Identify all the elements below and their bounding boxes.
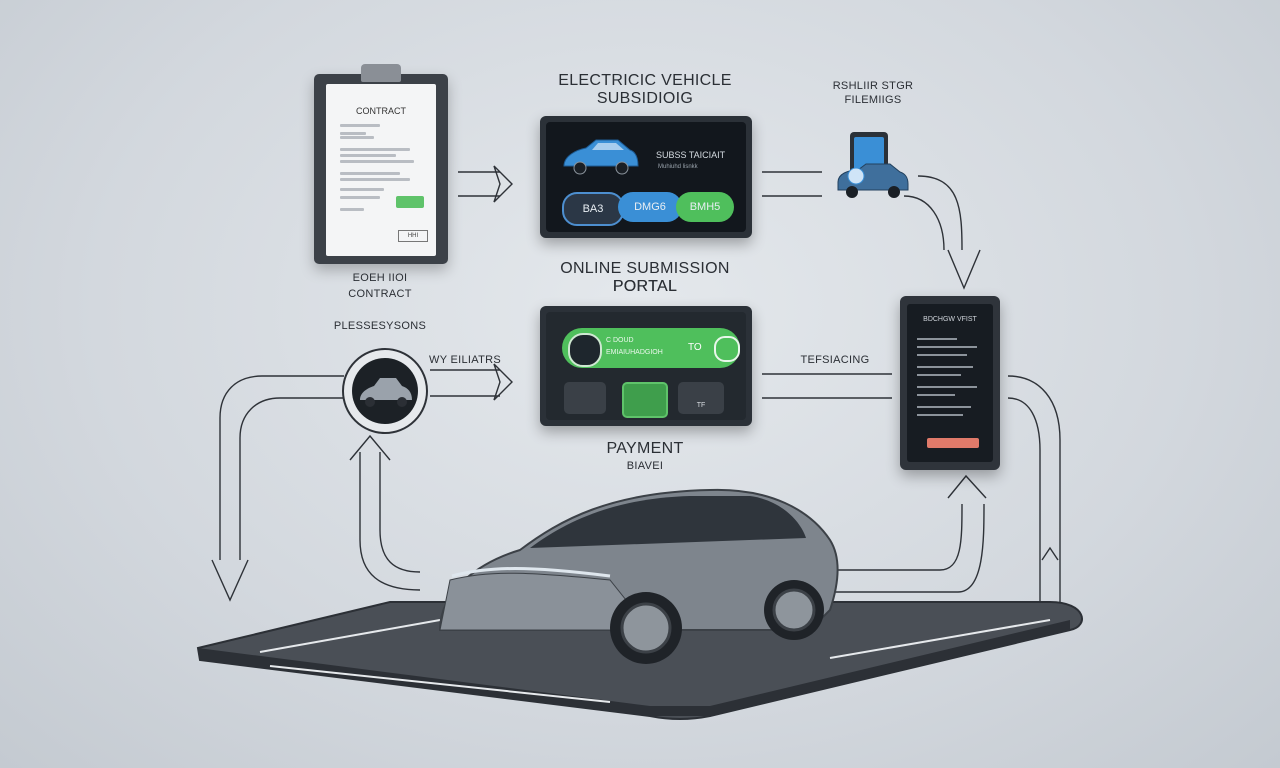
submission-bar-suffix: TO [688, 342, 702, 353]
car-icon [563, 139, 639, 175]
vehicle-circle-icon [342, 348, 428, 434]
tefsiacing-label: TEFSIACING [800, 354, 870, 366]
phone-car-icon [837, 132, 909, 198]
tablet-action-button[interactable] [927, 438, 979, 448]
contract-title: CONTRACT [356, 106, 406, 116]
subsidy-pill-3[interactable]: BMH5 [676, 192, 734, 222]
submission-bar-text-1: C DOUD [606, 337, 634, 344]
registration-label-2: FILEMIIGS [844, 94, 902, 106]
registration-label-1: RSHLIIR STGR [832, 80, 914, 92]
clip-icon [361, 64, 401, 82]
portal-button-2[interactable] [622, 382, 668, 418]
tablet-title: BDCHGW VFIST [923, 316, 977, 323]
subsidy-pill-1[interactable]: BA3 [562, 192, 624, 226]
subsidy-heading: SUBSS TAICIAIT [656, 150, 726, 160]
tablet-device: BDCHGW VFIST [900, 296, 1000, 470]
payment-label-2: BIAVEI [626, 460, 664, 472]
contract-paper: CONTRACT HHI [326, 84, 436, 256]
payment-label-1: PAYMENT [606, 440, 684, 457]
online-portal-title-2: PORTAL [612, 278, 678, 295]
portal-panel: C DOUD EMIAIUHADGIOH TO TF [540, 306, 752, 426]
ev-subsidy-title-2: SUBSIDIOIG [596, 90, 694, 107]
contract-caption-1: EOEH IIOI [352, 272, 408, 284]
subsidy-panel: SUBSS TAICIAIT Muhiuhd lisnkk BA3 DMG6 B… [540, 116, 752, 238]
contract-signature-box: HHI [398, 230, 428, 242]
platform-and-car [196, 488, 1083, 720]
portal-button-3[interactable]: TF [678, 382, 724, 414]
contract-caption-2: CONTRACT [348, 288, 412, 300]
wy-eliatrs-label: WY EILIATRS [429, 354, 501, 366]
contract-clipboard: CONTRACT HHI [314, 64, 448, 264]
submission-bar[interactable]: C DOUD EMIAIUHADGIOH TO [562, 328, 740, 368]
contract-approve-mark [396, 196, 424, 208]
subsidy-subheading: Muhiuhd lisnkk [658, 164, 698, 170]
plesses-label: PLESSESYSONS [333, 320, 427, 332]
arrow-right-icon [714, 336, 740, 362]
upload-icon [568, 333, 602, 367]
ev-subsidy-title-1: ELECTRICIC VEHICLE [558, 72, 732, 89]
portal-button-1[interactable] [564, 382, 606, 414]
submission-bar-text-2: EMIAIUHADGIOH [606, 349, 663, 356]
online-portal-title-1: ONLINE SUBMISSION PORTAL [560, 260, 730, 295]
subsidy-pill-2[interactable]: DMG6 [618, 192, 682, 222]
